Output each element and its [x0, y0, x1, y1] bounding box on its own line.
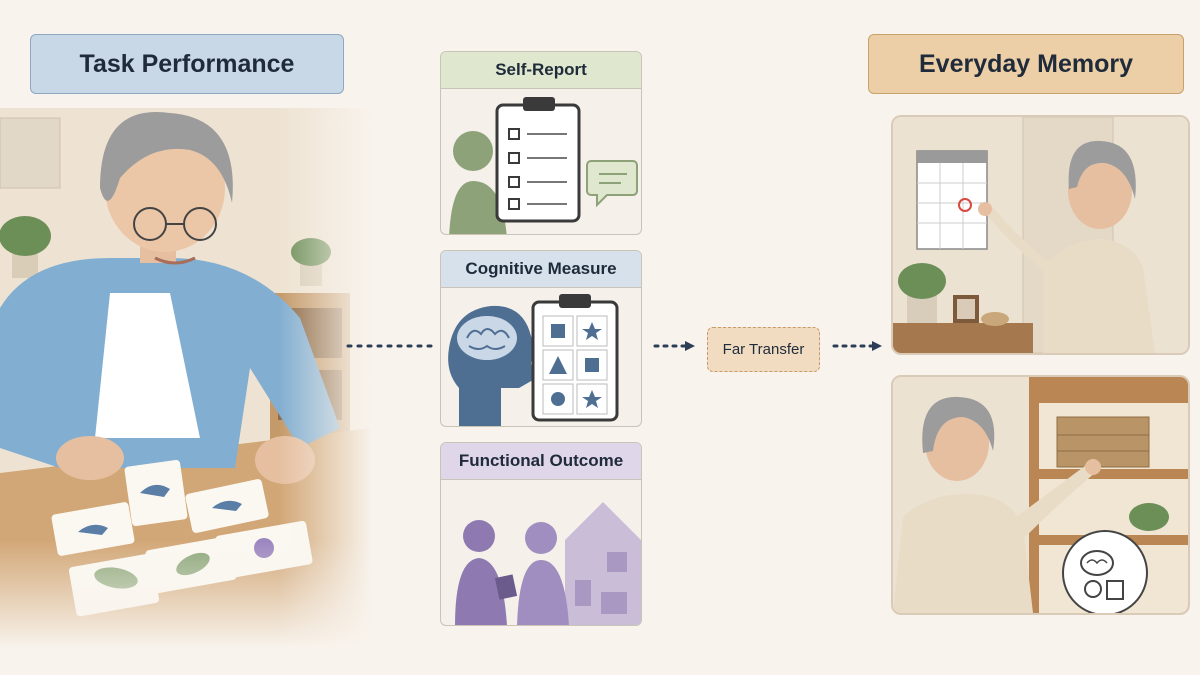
calendar-scene-illustration — [893, 117, 1188, 353]
person-silhouette-icon — [449, 131, 507, 234]
self-report-panel: Self-Report — [440, 51, 642, 235]
two-people-icon — [455, 520, 569, 625]
cognitive-measure-panel: Cognitive Measure — [440, 250, 642, 427]
wall-calendar-icon — [916, 150, 988, 250]
shelf-scene-illustration — [893, 377, 1188, 613]
calendar-scene — [891, 115, 1190, 355]
arrow-to-far-transfer — [653, 341, 695, 351]
task-performance-illustration — [0, 108, 372, 648]
far-transfer-box: Far Transfer — [707, 327, 820, 372]
functional-outcome-panel: Functional Outcome — [440, 442, 642, 626]
house-icon — [565, 502, 641, 625]
cognitive-measure-illustration — [448, 294, 619, 426]
functional-outcome-illustration — [455, 502, 641, 625]
older-woman-pointing — [978, 140, 1155, 353]
functional-outcome-title: Functional Outcome — [441, 443, 641, 480]
arrow-to-everyday-memory — [832, 341, 882, 351]
clipboard-shapes-icon — [531, 294, 619, 422]
self-report-illustration — [449, 97, 638, 234]
side-table — [893, 263, 1033, 353]
older-woman-reaching — [893, 396, 1101, 613]
self-report-title: Self-Report — [441, 52, 641, 89]
clipboard-checklist-icon — [495, 97, 581, 223]
everyday-memory-title: Everyday Memory — [868, 34, 1184, 94]
speech-bubble-icon — [586, 160, 638, 208]
task-performance-title: Task Performance — [30, 34, 344, 94]
brain-badge-icon — [1062, 530, 1148, 613]
connector-dotted-left — [346, 344, 434, 348]
bookshelf-icon — [1029, 377, 1188, 613]
shelf-scene — [891, 375, 1190, 615]
cognitive-measure-title: Cognitive Measure — [441, 251, 641, 288]
head-brain-icon — [448, 305, 539, 426]
